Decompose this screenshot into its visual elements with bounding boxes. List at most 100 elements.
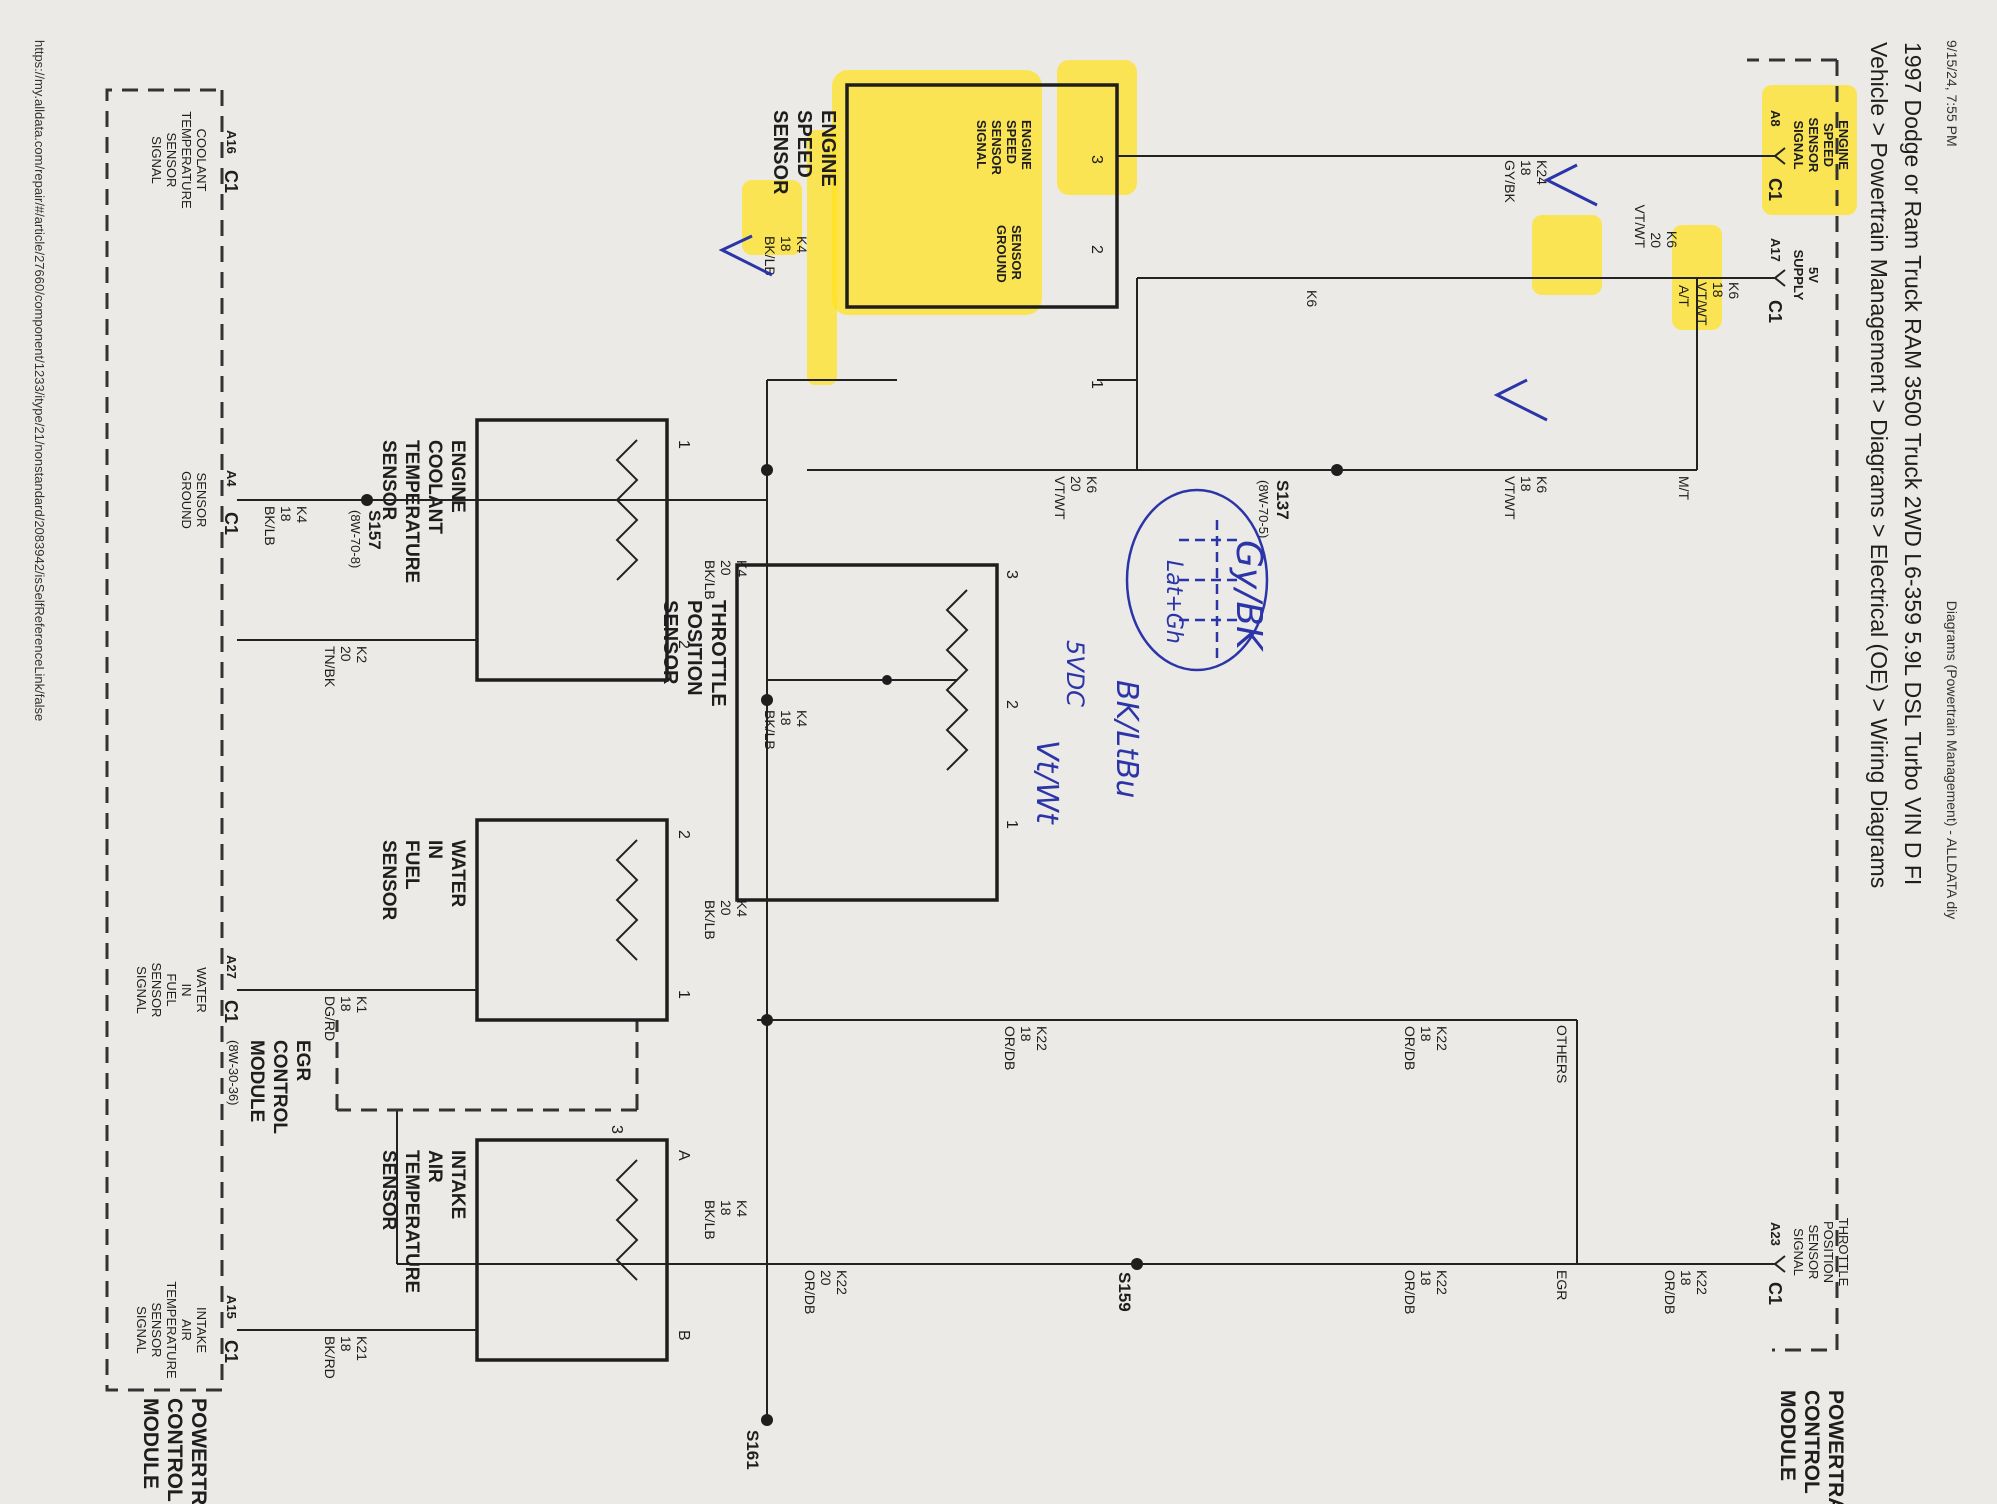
hand-note-bkltbu: BK/LtBu: [1109, 680, 1144, 798]
breadcrumb: Vehicle > Powertrain Management > Diagra…: [1866, 42, 1892, 888]
svg-text:18: 18: [338, 1336, 354, 1352]
svg-text:OR/DB: OR/DB: [1402, 1026, 1418, 1070]
svg-text:C1: C1: [221, 170, 241, 193]
splice-s137-label: S137: [1273, 480, 1292, 520]
splice-s159-label: S159: [1115, 1272, 1134, 1312]
svg-text:BK/LB: BK/LB: [702, 900, 718, 940]
svg-text:18: 18: [1518, 160, 1534, 176]
label-k4-wif: K4 20 BK/LB: [702, 900, 750, 940]
print-datetime: 9/15/24, 7:55 PM: [1944, 40, 1960, 147]
svg-text:18: 18: [1710, 282, 1726, 298]
svg-text:SENSOR: SENSOR: [164, 133, 179, 188]
tps-pin-1: 1: [1003, 820, 1020, 829]
svg-text:K22: K22: [1434, 1026, 1450, 1051]
pcm-pin-a4: A4 C1 SENSOR GROUND: [179, 470, 241, 535]
pcm-top-label-3: MODULE: [1776, 1390, 1799, 1481]
hand-note-5vdc: 5VDC: [1061, 640, 1089, 707]
svg-text:SIGNAL: SIGNAL: [974, 120, 989, 169]
pcm-pin-a15: A15 C1 INTAKE AIR TEMPERATURE SENSOR SIG…: [134, 1281, 241, 1379]
pcm-bottom-label-3: MODULE: [139, 1398, 162, 1489]
label-k6-mt: K6 18 VT/WT: [1502, 476, 1550, 520]
svg-text:18: 18: [718, 1200, 734, 1216]
svg-text:K22: K22: [1034, 1026, 1050, 1051]
svg-text:THROTTLE: THROTTLE: [1836, 1218, 1851, 1287]
label-k22-tps: K22 18 OR/DB: [1002, 1026, 1050, 1070]
svg-text:20: 20: [338, 646, 354, 662]
svg-text:SPEED: SPEED: [1821, 123, 1836, 167]
svg-text:ENGINE: ENGINE: [1836, 120, 1851, 170]
svg-text:K6: K6: [1726, 282, 1742, 299]
iat-sensor-box: [475, 1138, 669, 1362]
svg-text:SIGNAL: SIGNAL: [1791, 1228, 1806, 1276]
pcm-top-label-1: POWERTRAIN: [1824, 1390, 1847, 1504]
splice-s161-label: S161: [743, 1430, 762, 1470]
svg-text:K4: K4: [794, 710, 810, 727]
svg-text:WATER: WATER: [194, 967, 209, 1013]
svg-text:20: 20: [718, 900, 734, 916]
svg-text:K4: K4: [734, 560, 750, 577]
svg-text:18: 18: [338, 996, 354, 1012]
svg-text:K6: K6: [1534, 476, 1550, 493]
label-k4-iat: K4 18 BK/LB: [702, 1200, 750, 1240]
handwritten-notes: Gy/BK BK/LtBu Lat+Gh Vt/Wt 5VDC: [718, 163, 1598, 825]
egr-module-frame: [335, 1020, 639, 1112]
svg-text:TEMPERATURE: TEMPERATURE: [179, 111, 194, 209]
svg-text:A15: A15: [224, 1295, 239, 1319]
svg-text:SENSOR: SENSOR: [1009, 225, 1024, 281]
iat-pin-b: B: [675, 1330, 692, 1341]
svg-text:K22: K22: [834, 1270, 850, 1295]
svg-text:SENSOR: SENSOR: [149, 963, 164, 1018]
svg-text:SIGNAL: SIGNAL: [149, 136, 164, 184]
pcm-bottom-label-2: CONTROL: [163, 1398, 186, 1502]
svg-text:VT/WT: VT/WT: [1052, 476, 1068, 520]
ect-label-2: COOLANT: [424, 440, 445, 534]
svg-text:OR/DB: OR/DB: [1402, 1270, 1418, 1314]
iat-label-3: TEMPERATURE: [401, 1150, 422, 1293]
splice-s137-ref: (8W-70-5): [1256, 480, 1271, 538]
svg-text:SENSOR: SENSOR: [149, 1303, 164, 1358]
svg-text:K6: K6: [1304, 290, 1320, 307]
svg-text:18: 18: [1418, 1026, 1434, 1042]
splice-s157: [361, 494, 373, 506]
svg-text:SENSOR: SENSOR: [989, 120, 1004, 176]
ect-label-1: ENGINE: [447, 440, 468, 513]
svg-text:AIR: AIR: [179, 1319, 194, 1341]
svg-text:K22: K22: [1694, 1270, 1710, 1295]
ess-label-1: ENGINE: [817, 110, 839, 187]
svg-text:DG/RD: DG/RD: [322, 996, 338, 1041]
hand-checkmark-1: [1543, 163, 1598, 207]
tps-pin-3: 3: [1003, 570, 1020, 579]
svg-text:BK/LB: BK/LB: [262, 506, 278, 546]
svg-text:1: 1: [1088, 380, 1105, 389]
wif-label-2: IN: [424, 840, 445, 859]
svg-text:K4: K4: [734, 900, 750, 917]
wif-label-4: SENSOR: [378, 840, 399, 921]
wif-sensor-box: [475, 818, 669, 1022]
option-others: OTHERS: [1554, 1025, 1570, 1083]
svg-text:IN: IN: [179, 984, 194, 997]
svg-text:20: 20: [818, 1270, 834, 1286]
svg-text:K4: K4: [294, 506, 310, 523]
label-k22-top: K22 18 OR/DB: [1662, 1270, 1710, 1314]
iat-pin-a: A: [675, 1150, 692, 1161]
ect-label-4: SENSOR: [378, 440, 399, 521]
svg-text:5V: 5V: [1806, 267, 1821, 283]
label-k1: K1 18 DG/RD: [322, 996, 370, 1041]
iat-label-2: AIR: [424, 1150, 445, 1183]
highlighter-marks: [742, 60, 1857, 385]
egr-label-3: MODULE: [246, 1040, 267, 1122]
svg-text:SIGNAL: SIGNAL: [134, 1306, 149, 1354]
pcm-bottom-frame: [105, 88, 224, 1392]
ess-label-2: SPEED: [793, 110, 815, 178]
svg-text:18: 18: [778, 236, 794, 252]
option-egr: EGR: [1554, 1270, 1570, 1300]
svg-text:OR/DB: OR/DB: [802, 1270, 818, 1314]
svg-text:C1: C1: [221, 1000, 241, 1023]
egr-label-1: EGR: [292, 1040, 313, 1081]
iat-label-4: SENSOR: [378, 1150, 399, 1231]
svg-text:OR/DB: OR/DB: [1002, 1026, 1018, 1070]
svg-text:GY/BK: GY/BK: [1502, 160, 1518, 203]
svg-text:18: 18: [1678, 1270, 1694, 1286]
hand-checkmark-2: [1493, 378, 1548, 422]
throttle-position-sensor-box: [735, 563, 999, 902]
